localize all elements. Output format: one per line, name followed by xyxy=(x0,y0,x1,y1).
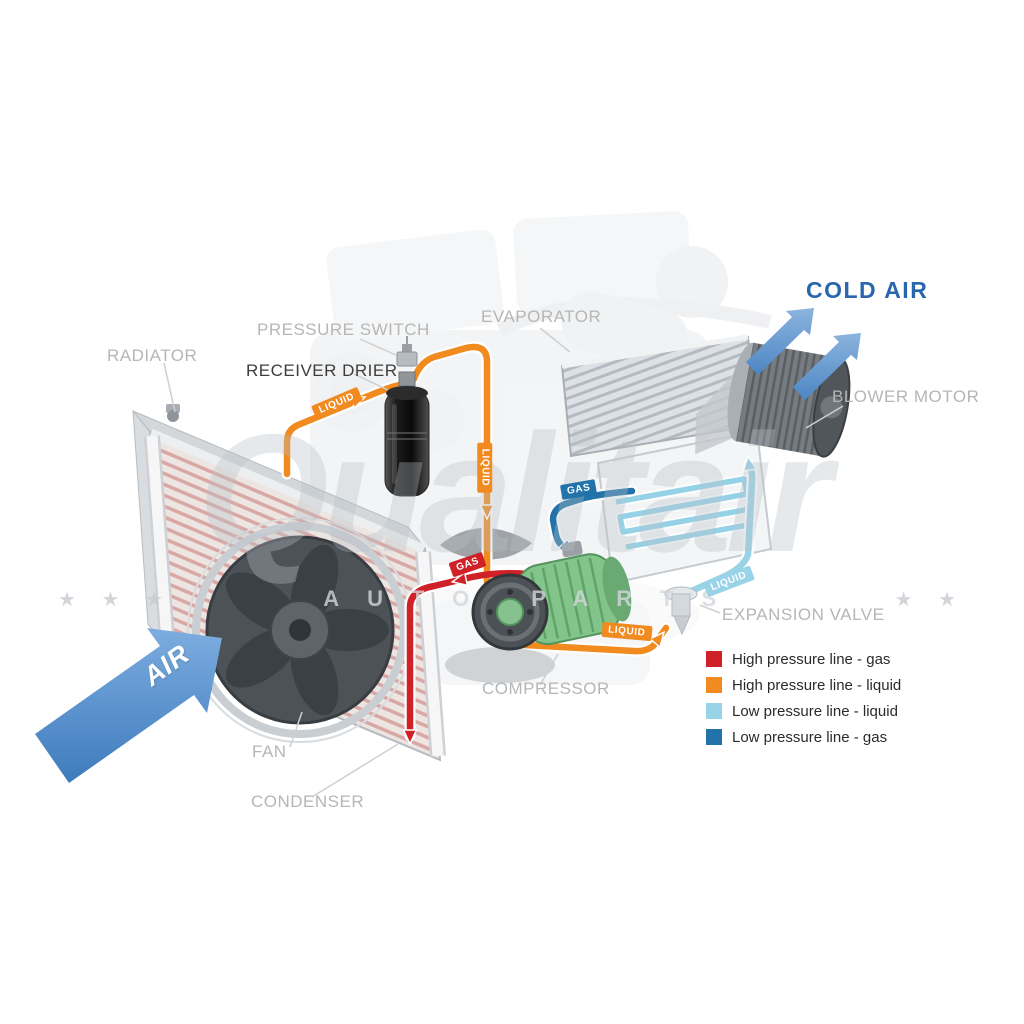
label-fan: FAN xyxy=(252,742,287,761)
legend-item-low-gas: Low pressure line - gas xyxy=(706,728,901,746)
label-blower-motor: BLOWER MOTOR xyxy=(832,387,980,406)
legend-label: Low pressure line - liquid xyxy=(732,702,898,720)
legend-item-high-gas: High pressure line - gas xyxy=(706,650,901,668)
expansion-valve xyxy=(664,586,698,636)
legend-item-low-liquid: Low pressure line - liquid xyxy=(706,702,901,720)
label-cold-air: COLD AIR xyxy=(806,277,929,303)
air-arrow xyxy=(35,628,222,783)
label-pressure-switch: PRESSURE SWITCH xyxy=(257,320,430,339)
legend-swatch-low-gas xyxy=(706,729,722,745)
label-radiator: RADIATOR xyxy=(107,346,198,365)
fan xyxy=(187,517,413,743)
pressure-switch xyxy=(396,351,418,367)
legend-label: High pressure line - gas xyxy=(732,650,891,668)
leader-lines xyxy=(163,327,844,798)
legend-swatch-high-gas xyxy=(706,651,722,667)
label-expansion-valve: EXPANSION VALVE xyxy=(722,605,885,624)
legend-label: Low pressure line - gas xyxy=(732,728,888,746)
compressor xyxy=(445,540,632,683)
label-compressor: COMPRESSOR xyxy=(482,679,610,698)
legend-swatch-low-liquid xyxy=(706,703,722,719)
receiver-drier xyxy=(384,336,430,497)
line-low-gas-evap-to-compressor xyxy=(549,487,636,553)
cold-air-arrows xyxy=(746,308,861,400)
label-receiver-drier: RECEIVER DRIER xyxy=(246,361,398,380)
legend-swatch-high-liquid xyxy=(706,677,722,693)
label-evaporator: EVAPORATOR xyxy=(481,307,602,326)
legend: High pressure line - gas High pressure l… xyxy=(706,650,902,746)
label-condenser: CONDENSER xyxy=(251,792,365,811)
legend-label: High pressure line - liquid xyxy=(732,676,902,694)
pill-liquid-down: LIQUID xyxy=(477,442,493,493)
legend-item-high-liquid: High pressure line - liquid xyxy=(706,676,902,694)
